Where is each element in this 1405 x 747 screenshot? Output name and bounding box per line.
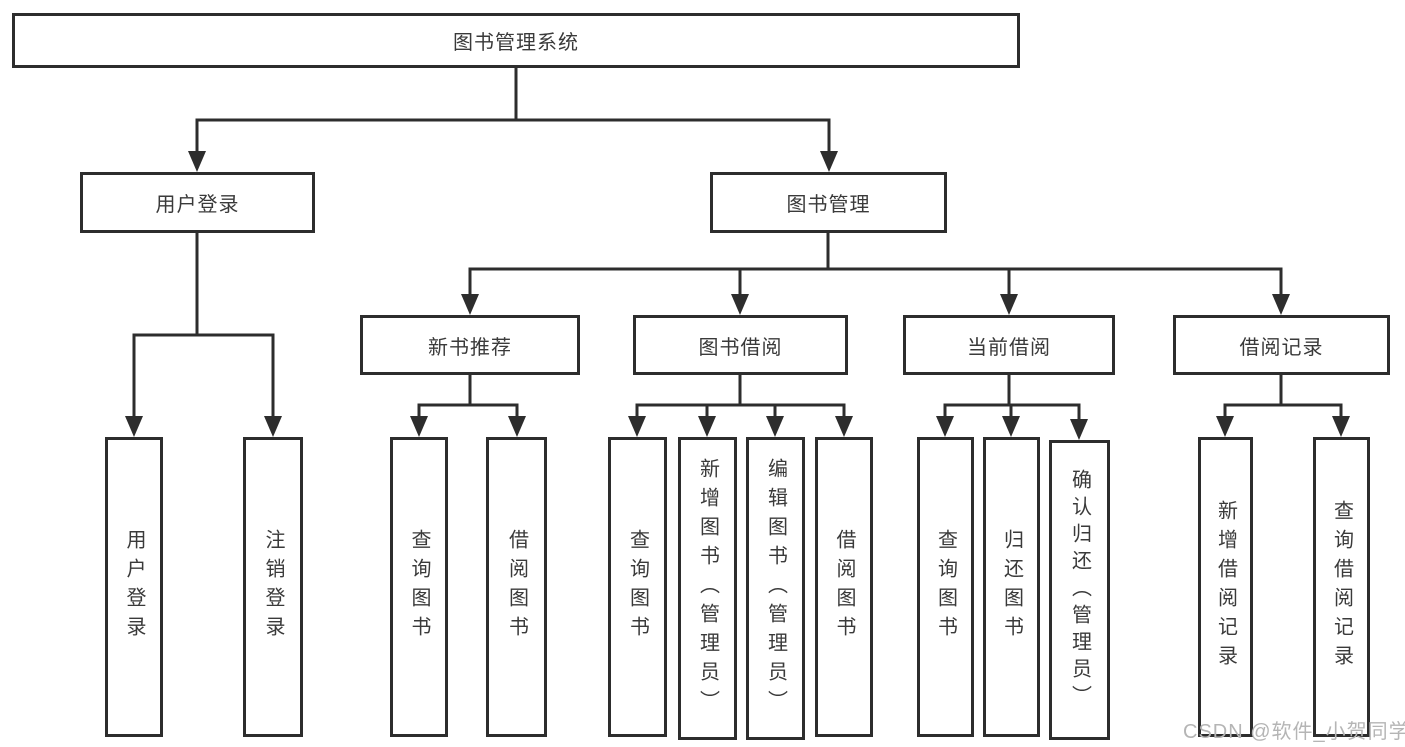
leaf-add-books-admin: 新增图书（管理员） [678, 437, 737, 740]
node-book-management: 图书管理 [710, 172, 947, 233]
node-label: 确认归还（管理员） [1068, 468, 1091, 712]
edge-book-management-to-children [468, 233, 1283, 295]
edge-user-login-to-children [132, 233, 275, 417]
leaf-query-books-recommend: 查询图书 [390, 437, 448, 737]
node-label: 新增图书（管理员） [696, 458, 719, 719]
leaf-confirm-return-admin: 确认归还（管理员） [1049, 440, 1110, 740]
node-label: 注销登录 [262, 529, 284, 645]
arrowhead-down-icon [698, 416, 716, 437]
node-label: 归还图书 [1000, 529, 1023, 645]
leaf-return-books: 归还图书 [983, 437, 1040, 737]
arrowhead-down-icon [766, 416, 784, 437]
arrowhead-down-icon [410, 416, 428, 437]
node-label: 编辑图书（管理员） [764, 458, 787, 719]
leaf-add-borrow-record: 新增借阅记录 [1198, 437, 1253, 737]
arrowhead-down-icon [1002, 416, 1020, 437]
node-label: 图书借阅 [698, 336, 783, 359]
node-user-login: 用户登录 [80, 172, 315, 233]
leaf-edit-books-admin: 编辑图书（管理员） [746, 437, 805, 740]
node-label: 借阅图书 [505, 529, 528, 645]
node-new-book-recommend: 新书推荐 [360, 315, 580, 375]
node-library-management-system: 图书管理系统 [12, 13, 1020, 68]
node-current-borrow: 当前借阅 [903, 315, 1115, 375]
arrowhead-down-icon [820, 151, 838, 172]
edge-root-to-children [195, 68, 831, 152]
node-label: 借阅记录 [1239, 336, 1324, 359]
leaf-query-books-borrow: 查询图书 [608, 437, 667, 737]
arrowhead-down-icon [125, 416, 143, 437]
edge-current-borrow-to-children [943, 375, 1081, 420]
leaf-query-books-current: 查询图书 [917, 437, 974, 737]
arrowhead-down-icon [1332, 416, 1350, 437]
node-label: 图书管理 [786, 194, 871, 216]
node-label: 借阅图书 [833, 529, 855, 645]
node-book-borrow: 图书借阅 [633, 315, 848, 375]
edge-borrow-records-to-children [1223, 375, 1343, 417]
node-label: 新书推荐 [428, 336, 512, 359]
node-label: 用户登录 [155, 194, 240, 216]
node-label: 新增借阅记录 [1214, 500, 1237, 674]
leaf-borrow-books: 借阅图书 [815, 437, 873, 737]
arrowhead-down-icon [1272, 294, 1290, 315]
arrowhead-down-icon [264, 416, 282, 437]
arrowhead-down-icon [1070, 419, 1088, 440]
arrowhead-down-icon [835, 416, 853, 437]
arrowhead-down-icon [508, 416, 526, 437]
arrowhead-down-icon [936, 416, 954, 437]
watermark-text: CSDN @软件_小贺同学 [1183, 721, 1405, 743]
leaf-logout-login: 注销登录 [243, 437, 303, 737]
node-label: 查询图书 [408, 529, 430, 645]
leaf-user-login: 用户登录 [105, 437, 163, 737]
arrowhead-down-icon [188, 151, 206, 172]
node-label: 查询借阅记录 [1330, 500, 1353, 674]
node-label: 查询图书 [934, 529, 957, 645]
leaf-query-borrow-record: 查询借阅记录 [1313, 437, 1370, 737]
node-borrow-records: 借阅记录 [1173, 315, 1390, 375]
node-label: 当前借阅 [967, 336, 1051, 359]
edge-new-book-recommend-to-children [417, 375, 519, 417]
arrowhead-down-icon [628, 416, 646, 437]
arrowhead-down-icon [461, 294, 479, 315]
edge-book-borrow-to-children [635, 375, 846, 417]
node-label: 图书管理系统 [453, 32, 579, 54]
node-label: 查询图书 [626, 529, 649, 645]
arrowhead-down-icon [1000, 294, 1018, 315]
arrowhead-down-icon [731, 294, 749, 315]
node-label: 用户登录 [123, 529, 145, 645]
leaf-borrow-books-recommend: 借阅图书 [486, 437, 547, 737]
arrowhead-down-icon [1216, 416, 1234, 437]
